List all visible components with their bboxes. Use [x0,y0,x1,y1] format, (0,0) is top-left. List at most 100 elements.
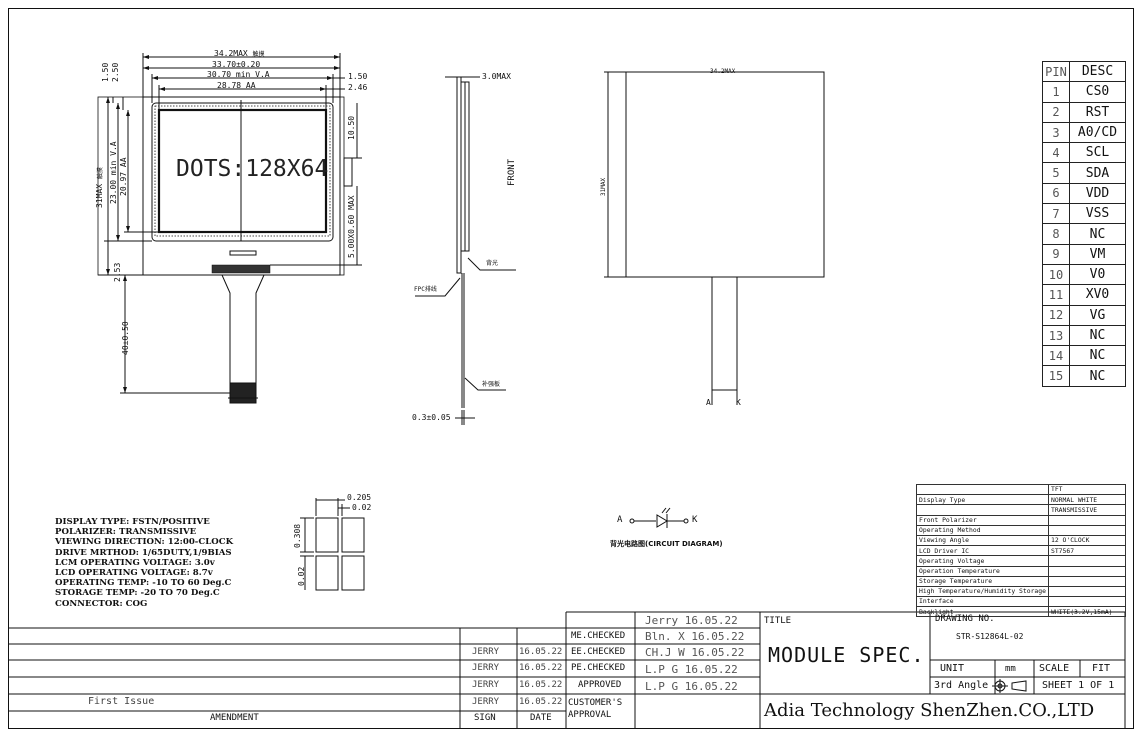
spec-note: STORAGE TEMP: -20 TO 70 Deg.C [55,588,220,599]
circuit-caption: 背光电路图(CIRCUIT DIAGRAM) [610,540,723,548]
callout-fpc: FPC排线 [414,286,437,293]
spec-row: Operating Method [916,524,1127,536]
pin-number: 12 [1042,304,1070,326]
spec-value: ST7567 [1047,545,1127,557]
company-name: Adia Technology ShenZhen.CO.,LTD [764,700,1095,721]
dim-fpc-thickness: 0.3±0.05 [412,413,451,422]
spec-note: DRIVE MRTHOD: 1/65DUTY,1/9BIAS [55,547,232,558]
pin-desc: VM [1069,243,1126,265]
customer-approval-2: APPROVAL [568,710,612,720]
spec-key: Display Type [916,494,1049,506]
spec-value [1047,524,1127,536]
spec-row: Operation Temperature [916,565,1127,577]
checker-4: L.P G 16.05.22 [645,663,738,676]
spec-note: LCD OPERATING VOLTAGE: 8.7v [55,568,213,579]
dim-top-2: 2.50 [111,62,120,82]
customer-approval-1: CUSTOMER'S [568,698,623,708]
title-value: MODULE SPEC. [768,643,925,667]
checker-5: L.P G 16.05.22 [645,680,738,693]
back-pin-a: A [706,398,711,407]
back-dim-width: 34.2MAX [710,68,736,75]
spec-value [1047,585,1127,598]
unit-value: mm [1005,664,1016,674]
spec-row: Interface [916,596,1127,608]
pin-number: 2 [1042,101,1070,123]
scale-value: FIT [1092,663,1111,674]
dim-right-offset: 1.50 [348,72,368,81]
dim-thickness: 3.0MAX [482,72,511,81]
spec-key: LCD Driver IC [916,545,1049,557]
pin-number: 7 [1042,203,1070,225]
dim-pixel-gap-v: 0.02 [297,566,306,586]
date-2: 16.05.22 [519,663,563,673]
checker-1: Jerry 16.05.22 [645,614,738,627]
pixel-detail [300,498,365,591]
drawing-no: STR-S12864L-02 [956,632,1024,641]
spec-value [1047,555,1127,567]
checker-2: Bln. X 16.05.22 [645,630,745,643]
spec-value: 12 O'CLOCK [1047,534,1127,547]
spec-key: Operating Method [916,524,1049,536]
pin-number: 8 [1042,223,1070,245]
dim-pixel-gap: 0.02 [352,503,372,512]
dim-aa-width: 28.78 AA [217,81,256,90]
dim-right-inner: 2.46 [348,83,368,92]
desc-header: DESC [1069,60,1126,83]
spec-key: Operating Voltage [916,555,1049,567]
dim-top-1: 1.50 [101,62,110,82]
back-pin-k: K [736,398,741,407]
role-approved: APPROVED [578,680,622,690]
dim-va-height: 23.00 min V.A [109,141,118,204]
amendment-label: AMENDMENT [210,713,259,723]
dim-pixel-height: 0.308 [293,523,302,548]
spec-key [916,504,1049,516]
callout-stiffener: 补强板 [482,381,501,388]
pin-desc: SDA [1069,162,1126,184]
spec-key [916,483,1049,496]
front-label: FRONT [507,158,517,186]
spec-note: OPERATING TEMP: -10 TO 60 Deg.C [55,578,232,589]
spec-value [1047,596,1127,608]
pin-header: PIN [1042,60,1070,83]
spec-row: TRANSMISSIVE [916,504,1127,516]
pin-desc: NC [1069,365,1126,387]
dim-right-10: 10.50 [347,115,356,140]
spec-note: DISPLAY TYPE: FSTN/POSITIVE [55,517,210,527]
pin-number: 3 [1042,121,1070,144]
pin-desc: A0/CD [1069,121,1126,144]
spec-value [1047,575,1127,587]
pin-number: 4 [1042,142,1070,164]
role-pe: PE.CHECKED [571,663,626,673]
spec-key: Interface [916,596,1049,608]
signer-1: JERRY [472,647,500,657]
side-view [415,76,516,425]
pin-number: 9 [1042,243,1070,265]
pin-desc: VG [1069,304,1126,326]
spec-value: NORMAL WHITE [1047,494,1127,506]
spec-row: Storage Temperature [916,575,1127,587]
pin-number: 1 [1042,81,1070,103]
dim-aa-height: 20.97 AA [119,157,128,196]
date-3: 16.05.22 [519,680,563,690]
angle-label: 3rd Angle [934,680,989,691]
spec-value [1047,514,1127,526]
first-issue: First Issue [88,696,155,707]
spec-note: LCM OPERATING VOLTAGE: 3.0v [55,557,215,568]
pin-desc: VDD [1069,182,1126,205]
pin-desc: NC [1069,223,1126,245]
back-view [604,71,825,405]
spec-value: TRANSMISSIVE [1047,504,1127,516]
spec-row: Operating Voltage [916,555,1127,567]
pin-desc: SCL [1069,142,1126,164]
spec-value [1047,565,1127,577]
